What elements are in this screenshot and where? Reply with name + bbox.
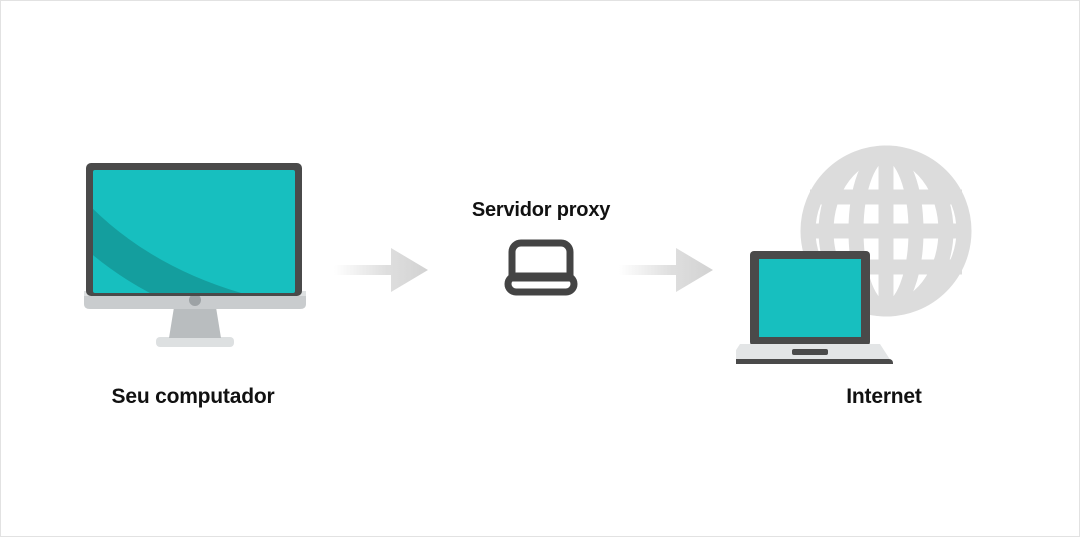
arrow-right-icon (619, 248, 713, 292)
internet-node (736, 139, 986, 364)
proxy-server-node (504, 235, 578, 297)
arrow-proxy-to-internet (619, 244, 714, 296)
laptop-icon (736, 251, 893, 364)
desktop-computer-node (76, 156, 326, 361)
internet-label: Internet (846, 385, 922, 408)
laptop-outline-icon (504, 239, 578, 296)
desktop-monitor-icon (84, 163, 306, 347)
proxy-label: Servidor proxy (471, 199, 611, 221)
computer-label: Seu computador (111, 385, 275, 408)
arrow-computer-to-proxy (334, 244, 429, 296)
arrow-right-icon (334, 248, 428, 292)
